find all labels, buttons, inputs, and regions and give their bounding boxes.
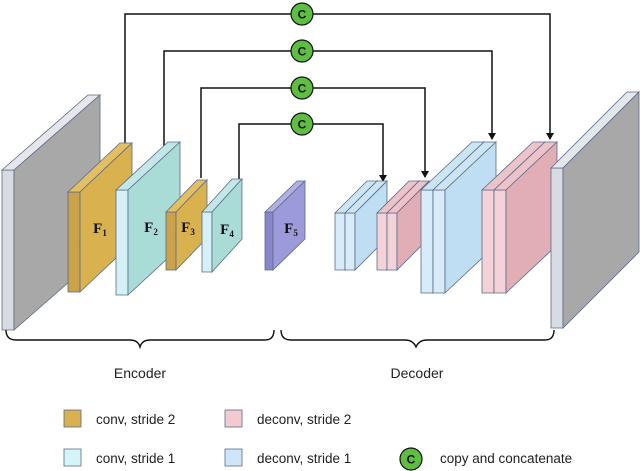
block-label: F (220, 222, 229, 238)
decoder-block-d4 (334, 180, 388, 271)
concat-icon: C (399, 447, 423, 471)
block-label: F (93, 221, 102, 237)
svg-text:F5: F5 (284, 221, 298, 238)
svg-text:F1: F1 (93, 221, 107, 238)
encoder-block-f3: F3 (165, 179, 208, 271)
concat-circles: C C C C (290, 2, 314, 136)
svg-text:F4: F4 (220, 222, 234, 239)
concat-icon: C (290, 76, 314, 100)
svg-text:F2: F2 (144, 220, 158, 237)
block-label: F (144, 220, 153, 236)
skip-line-3 (200, 87, 429, 178)
legend-label: conv, stride 2 (96, 412, 175, 427)
skip-line-1 (124, 13, 554, 145)
svg-text:C: C (298, 8, 307, 22)
block-label: F (284, 221, 293, 237)
encoder-block-f4: F4 (201, 177, 243, 274)
svg-text:F3: F3 (181, 220, 195, 237)
legend-swatch-conv-stride2 (63, 409, 82, 428)
legend-swatch-conv-stride1 (63, 448, 82, 467)
concat-icon: C (290, 2, 314, 26)
legend-swatch-deconv-stride2 (224, 409, 243, 428)
legend-label: conv, stride 1 (96, 451, 175, 466)
svg-text:C: C (298, 82, 307, 96)
decoder-block-d1 (480, 141, 559, 294)
legend-label: deconv, stride 1 (257, 451, 351, 466)
bottleneck-block-f5: F5 (264, 180, 306, 271)
decoder-label: Decoder (391, 365, 444, 381)
legend: conv, stride 2 conv, stride 1 deconv, st… (63, 409, 572, 471)
svg-text:C: C (407, 453, 416, 467)
encoder-label: Encoder (114, 365, 166, 381)
decoder-brace (280, 329, 555, 349)
svg-text:C: C (298, 118, 307, 132)
legend-label: deconv, stride 2 (257, 412, 351, 427)
encoder-brace (5, 329, 275, 350)
concat-icon: C (290, 112, 314, 136)
skip-line-4 (238, 123, 387, 182)
legend-swatch-deconv-stride1 (224, 448, 243, 467)
svg-text:C: C (298, 45, 307, 59)
block-label: F (181, 220, 190, 236)
skip-line-2 (163, 50, 496, 149)
concat-icon: C (290, 39, 314, 63)
legend-label: copy and concatenate (440, 451, 572, 466)
output-image-block (550, 91, 640, 329)
